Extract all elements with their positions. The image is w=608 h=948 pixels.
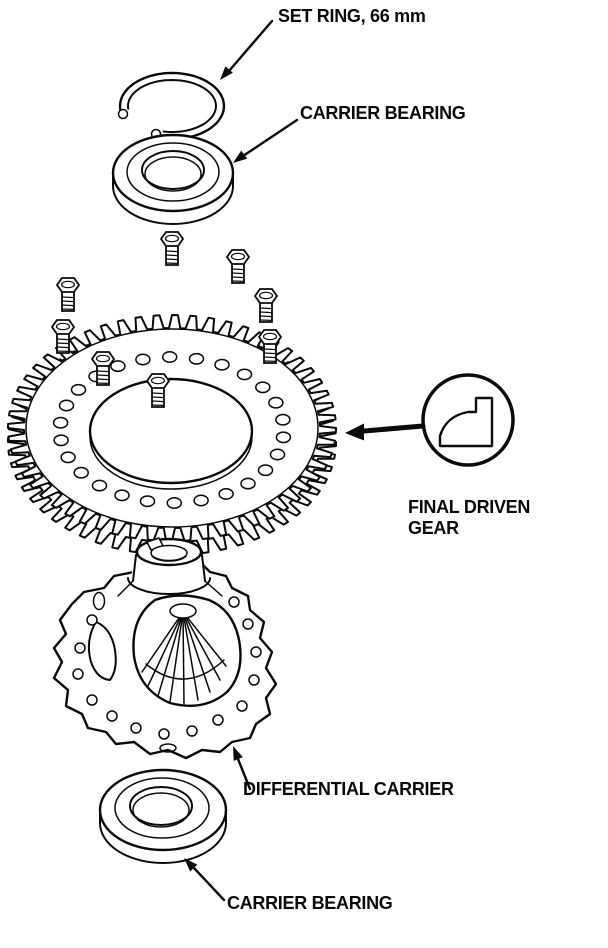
bolt <box>226 249 250 284</box>
gear-bolt-holes <box>52 351 292 509</box>
set-ring-arrow <box>220 19 274 80</box>
differential-carrier-drawing <box>52 537 278 760</box>
differential-carrier-label: DIFFERENTIAL CARRIER <box>243 779 454 799</box>
set-ring-drawing <box>117 71 226 141</box>
bolt <box>56 277 80 312</box>
set-ring-label: SET RING, 66 mm <box>278 6 426 26</box>
differential-carrier-arrow <box>233 746 252 791</box>
final-driven-gear-label-line2: GEAR <box>408 518 459 538</box>
section-callout <box>421 373 515 467</box>
bolt <box>254 288 278 323</box>
carrier-bearing-bottom-drawing <box>98 768 228 864</box>
gear-tooth-section-icon <box>438 396 494 448</box>
side-gear-fins <box>141 611 227 705</box>
carrier-flange-holes <box>72 596 262 740</box>
carrier-bearing-top-drawing <box>111 133 235 225</box>
bolt <box>160 231 184 266</box>
final-driven-gear-arrow <box>345 423 426 441</box>
leader-arrows <box>184 19 426 902</box>
carrier-bearing-bottom-arrow <box>184 858 226 902</box>
final-driven-gear-label: FINAL DRIVEN GEAR <box>408 497 530 539</box>
final-driven-gear-label-line1: FINAL DRIVEN <box>408 497 531 517</box>
final-driven-gear-drawing <box>7 314 337 556</box>
carrier-bearing-top-label: CARRIER BEARING <box>300 103 466 123</box>
carrier-bearing-top-arrow <box>233 118 299 163</box>
carrier-bearing-bottom-label: CARRIER BEARING <box>227 893 393 913</box>
